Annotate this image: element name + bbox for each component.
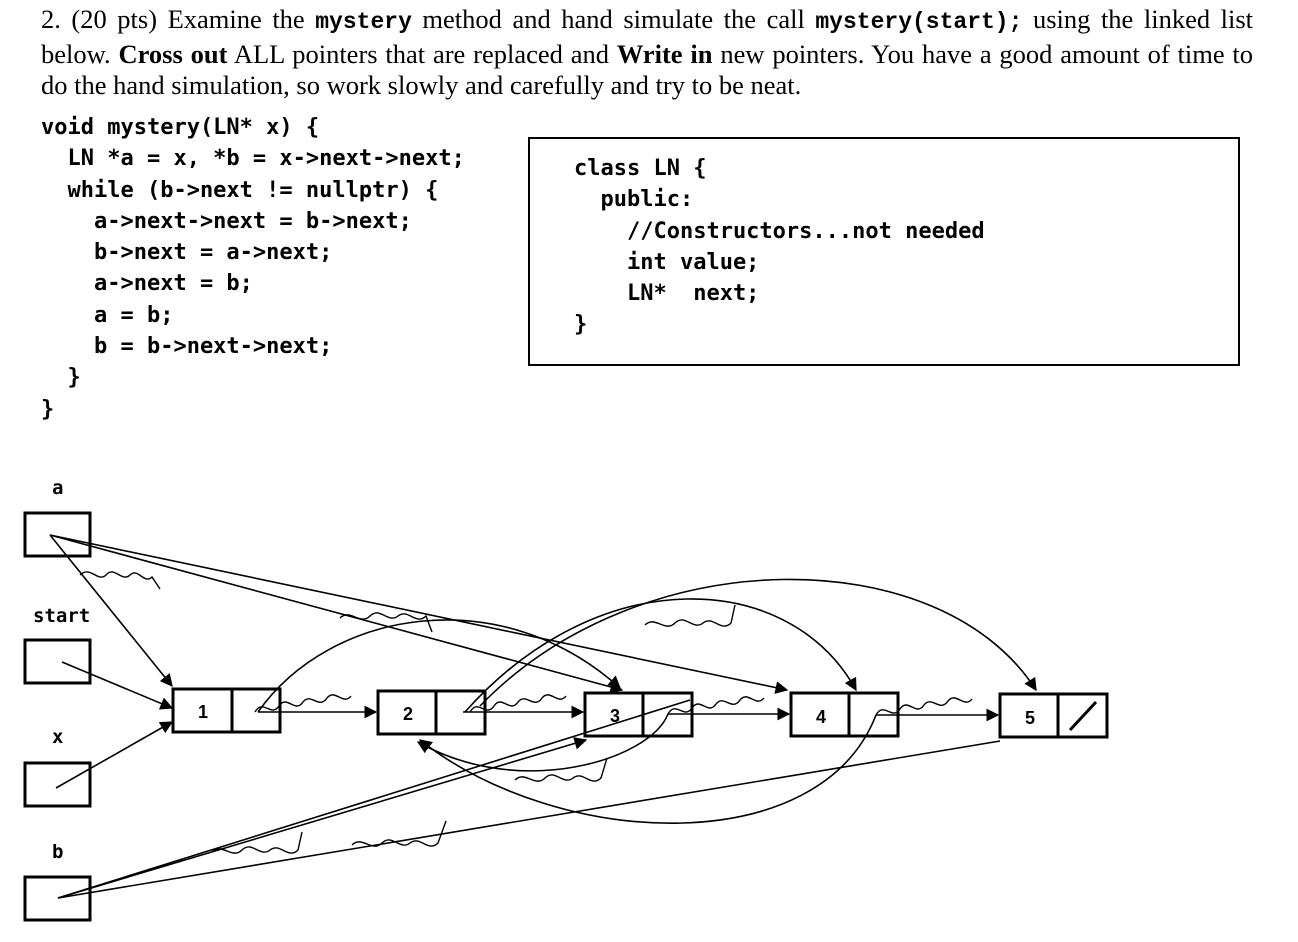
crossout-a-to-1: [79, 571, 161, 590]
var-box-a: [23, 511, 92, 558]
var-label-a: a: [52, 477, 63, 499]
var-label-x: x: [52, 726, 63, 748]
pointer-a-to-3: [49, 534, 624, 694]
pointer-x-to-1: [55, 721, 174, 789]
crossout-4-to-5: [875, 697, 973, 716]
crossout-3-to-2: [514, 757, 608, 782]
cross-out-emphasis: Cross out: [118, 38, 228, 69]
crossout-2-to-3: [469, 694, 567, 713]
var-box-start: [23, 638, 92, 685]
node-5: [998, 692, 1109, 739]
pointer-b-to-node3-field: [57, 699, 691, 899]
write-in-emphasis: Write in: [616, 38, 713, 69]
var-box-b: [23, 875, 92, 922]
var-box-x: [23, 761, 92, 808]
crossout-b-to-5: [351, 820, 447, 847]
node-2-value: 2: [403, 704, 413, 724]
question-points: (20 pts): [71, 4, 158, 34]
crossout-a-to-3: [339, 612, 433, 633]
node-3-value: 3: [610, 706, 620, 726]
pointer-1-to-3-new: [257, 619, 621, 713]
method-name: mystery: [315, 9, 412, 35]
pointer-4-to-2-new: [418, 714, 877, 824]
pointer-a-to-4: [49, 534, 789, 694]
var-label-b: b: [52, 841, 63, 863]
crossout-1-to-2: [254, 694, 352, 713]
pointer-3-to-2-new: [416, 713, 669, 772]
pointer-a-to-1: [49, 534, 173, 687]
crossout-a-to-4: [644, 604, 736, 627]
class-definition-box: class LN { public: //Constructors...not …: [528, 137, 1240, 366]
pointer-2-to-4-new: [464, 598, 857, 713]
question-text: 2. (20 pts) Examine the mystery method a…: [41, 4, 1254, 100]
class-ln-code: class LN { public: //Constructors...not …: [574, 156, 985, 338]
node-1: [171, 687, 282, 734]
crossout-b-to-3: [211, 831, 303, 854]
node-5-value: 5: [1025, 708, 1035, 728]
node-4-value: 4: [816, 707, 826, 727]
pointer-b-to-3: [57, 737, 588, 899]
mystery-method-code: void mystery(LN* x) { LN *a = x, *b = x-…: [41, 115, 465, 422]
node-1-value: 1: [198, 702, 208, 722]
pointer-start-to-1: [61, 661, 174, 710]
cross-out-marks: [79, 571, 973, 854]
pointer-b-to-5: [57, 740, 1001, 899]
crossout-3-to-4: [667, 696, 765, 715]
var-label-start: start: [33, 605, 90, 627]
method-call: mystery(start);: [815, 9, 1023, 35]
null-pointer-slash: [1068, 700, 1098, 732]
pointer-2-to-5-new: [479, 578, 1037, 707]
question-number: 2.: [41, 4, 61, 34]
